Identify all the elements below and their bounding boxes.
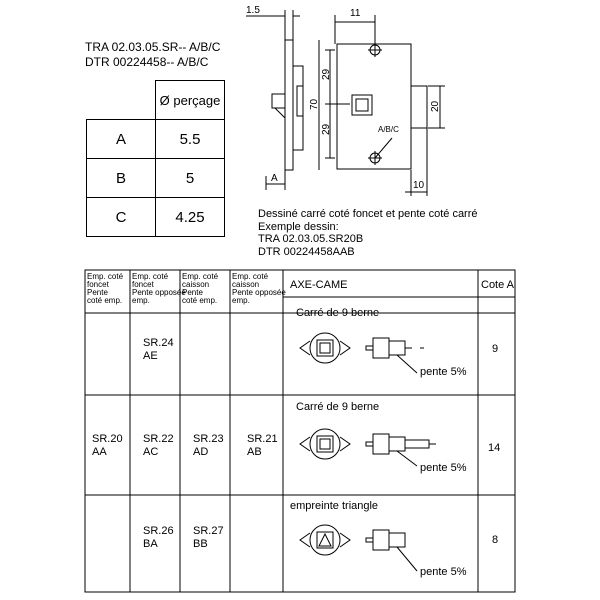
percage-value: 5 [155, 158, 225, 198]
header-col3-line: Emp. coté [182, 272, 219, 281]
cote-value: 9 [492, 343, 499, 355]
header-col4: Emp. coté caisson Pente opposée emp. [232, 273, 286, 305]
table-cell-col2: SR.24 AE [143, 337, 174, 363]
percage-value: 4.25 [155, 197, 225, 237]
header-col2-line: Pente opposée [132, 288, 186, 297]
percage-row: C 4.25 [86, 197, 225, 237]
note-line-4: DTR 00224458AAB [258, 245, 355, 258]
dim-10: 10 [413, 180, 425, 191]
dim-label-a: A [271, 173, 278, 184]
percage-header-row: Ø perçage [86, 80, 225, 120]
table-cell-col4: SR.21 AB [247, 433, 278, 459]
cote-value: 8 [492, 534, 499, 546]
header-col4-line: Pente opposée [232, 288, 286, 297]
axe-title: empreinte triangle [290, 500, 379, 512]
axe-title: Carré de 9 berne [296, 401, 380, 413]
dim-1-5: 1.5 [246, 5, 260, 16]
cell-code: SR.24 [143, 337, 174, 349]
cell-code: SR.22 [143, 433, 174, 445]
axe-side-icon [365, 337, 424, 374]
cell-suffix: AB [247, 446, 262, 458]
header-col2-line: emp. [132, 296, 150, 305]
reference-line-1: TRA 02.03.05.SR-- A/B/C [85, 40, 221, 54]
latch-tip [271, 93, 286, 109]
header-col2-line: Emp. coté [132, 272, 169, 281]
cell-suffix: AD [193, 446, 209, 458]
header-col4-line: emp. [232, 296, 250, 305]
cell-code: SR.23 [193, 433, 224, 445]
drawing-note: Dessiné carré coté foncet et pente coté … [258, 208, 478, 258]
cell-suffix: AA [92, 446, 107, 458]
header-col3-line: caisson [182, 280, 210, 289]
header-col3-line: coté emp. [182, 296, 218, 305]
dim-11: 11 [350, 8, 361, 19]
note-line-2: Exemple dessin: [258, 220, 339, 233]
header-col1-line: Pente [87, 288, 108, 297]
table-cell-col3: SR.27 BB [193, 525, 224, 551]
axe-square-icon [299, 332, 351, 364]
reference-line-2: DTR 00224458-- A/B/C [85, 55, 209, 69]
pente-label: pente 5% [420, 566, 467, 578]
axe-triangle-icon [299, 524, 351, 556]
cell-suffix: AE [143, 350, 158, 362]
percage-header: Ø perçage [155, 80, 225, 120]
header-col1-line: Emp. coté [87, 272, 124, 281]
dim-label-abc: A/B/C [378, 125, 399, 134]
dim-20: 20 [430, 100, 441, 112]
percage-table: Ø perçage A 5.5 B 5 C 4.25 [86, 80, 225, 237]
header-col3-line: Pente [182, 288, 203, 297]
square-hub [351, 94, 373, 116]
header-col3: Emp. coté caisson Pente coté emp. [182, 273, 218, 305]
dim-29-top: 29 [321, 68, 332, 80]
header-cote-a: Cote A [481, 279, 515, 291]
header-col1-line: foncet [87, 280, 109, 289]
header-col2-line: foncet [132, 280, 154, 289]
header-col1-line: coté emp. [87, 296, 123, 305]
table-cell-col1: SR.20 AA [92, 433, 123, 459]
axe-side-icon [365, 433, 436, 467]
cote-value: 14 [488, 442, 501, 454]
pente-label: pente 5% [420, 366, 467, 378]
cell-suffix: AC [143, 446, 159, 458]
side-block [410, 85, 428, 129]
header-col2: Emp. coté foncet Pente opposée emp. [132, 273, 186, 305]
cell-suffix: BB [193, 538, 208, 550]
note-line-1: Dessiné carré coté foncet et pente coté … [258, 208, 478, 220]
bolt-inner [296, 85, 304, 117]
percage-blank-cell [86, 80, 156, 120]
reference-codes: TRA 02.03.05.SR-- A/B/C DTR 00224458-- A… [85, 40, 220, 70]
cell-code: SR.27 [193, 525, 224, 537]
header-col1: Emp. coté foncet Pente coté emp. [87, 273, 123, 305]
table-cell-col2: SR.26 BA [143, 525, 174, 551]
pente-label: pente 5% [420, 462, 467, 474]
axe-title: Carré de 9 berne [296, 307, 380, 319]
table-cell-col2: SR.22 AC [143, 433, 174, 459]
header-col4-line: caisson [232, 280, 260, 289]
dim-70: 70 [309, 98, 320, 110]
cell-suffix: BA [143, 538, 158, 550]
cell-code: SR.21 [247, 433, 278, 445]
axe-square-icon [299, 428, 351, 460]
axe-side-icon [365, 529, 418, 572]
cell-code: SR.26 [143, 525, 174, 537]
dim-29-bottom: 29 [321, 123, 332, 135]
cell-code: SR.20 [92, 433, 123, 445]
header-col4-line: Emp. coté [232, 272, 269, 281]
header-axe-came: AXE-CAME [290, 279, 348, 291]
note-line-3: TRA 02.03.05.SR20B [258, 233, 364, 245]
table-cell-col3: SR.23 AD [193, 433, 224, 459]
percage-value: 5.5 [155, 119, 225, 159]
